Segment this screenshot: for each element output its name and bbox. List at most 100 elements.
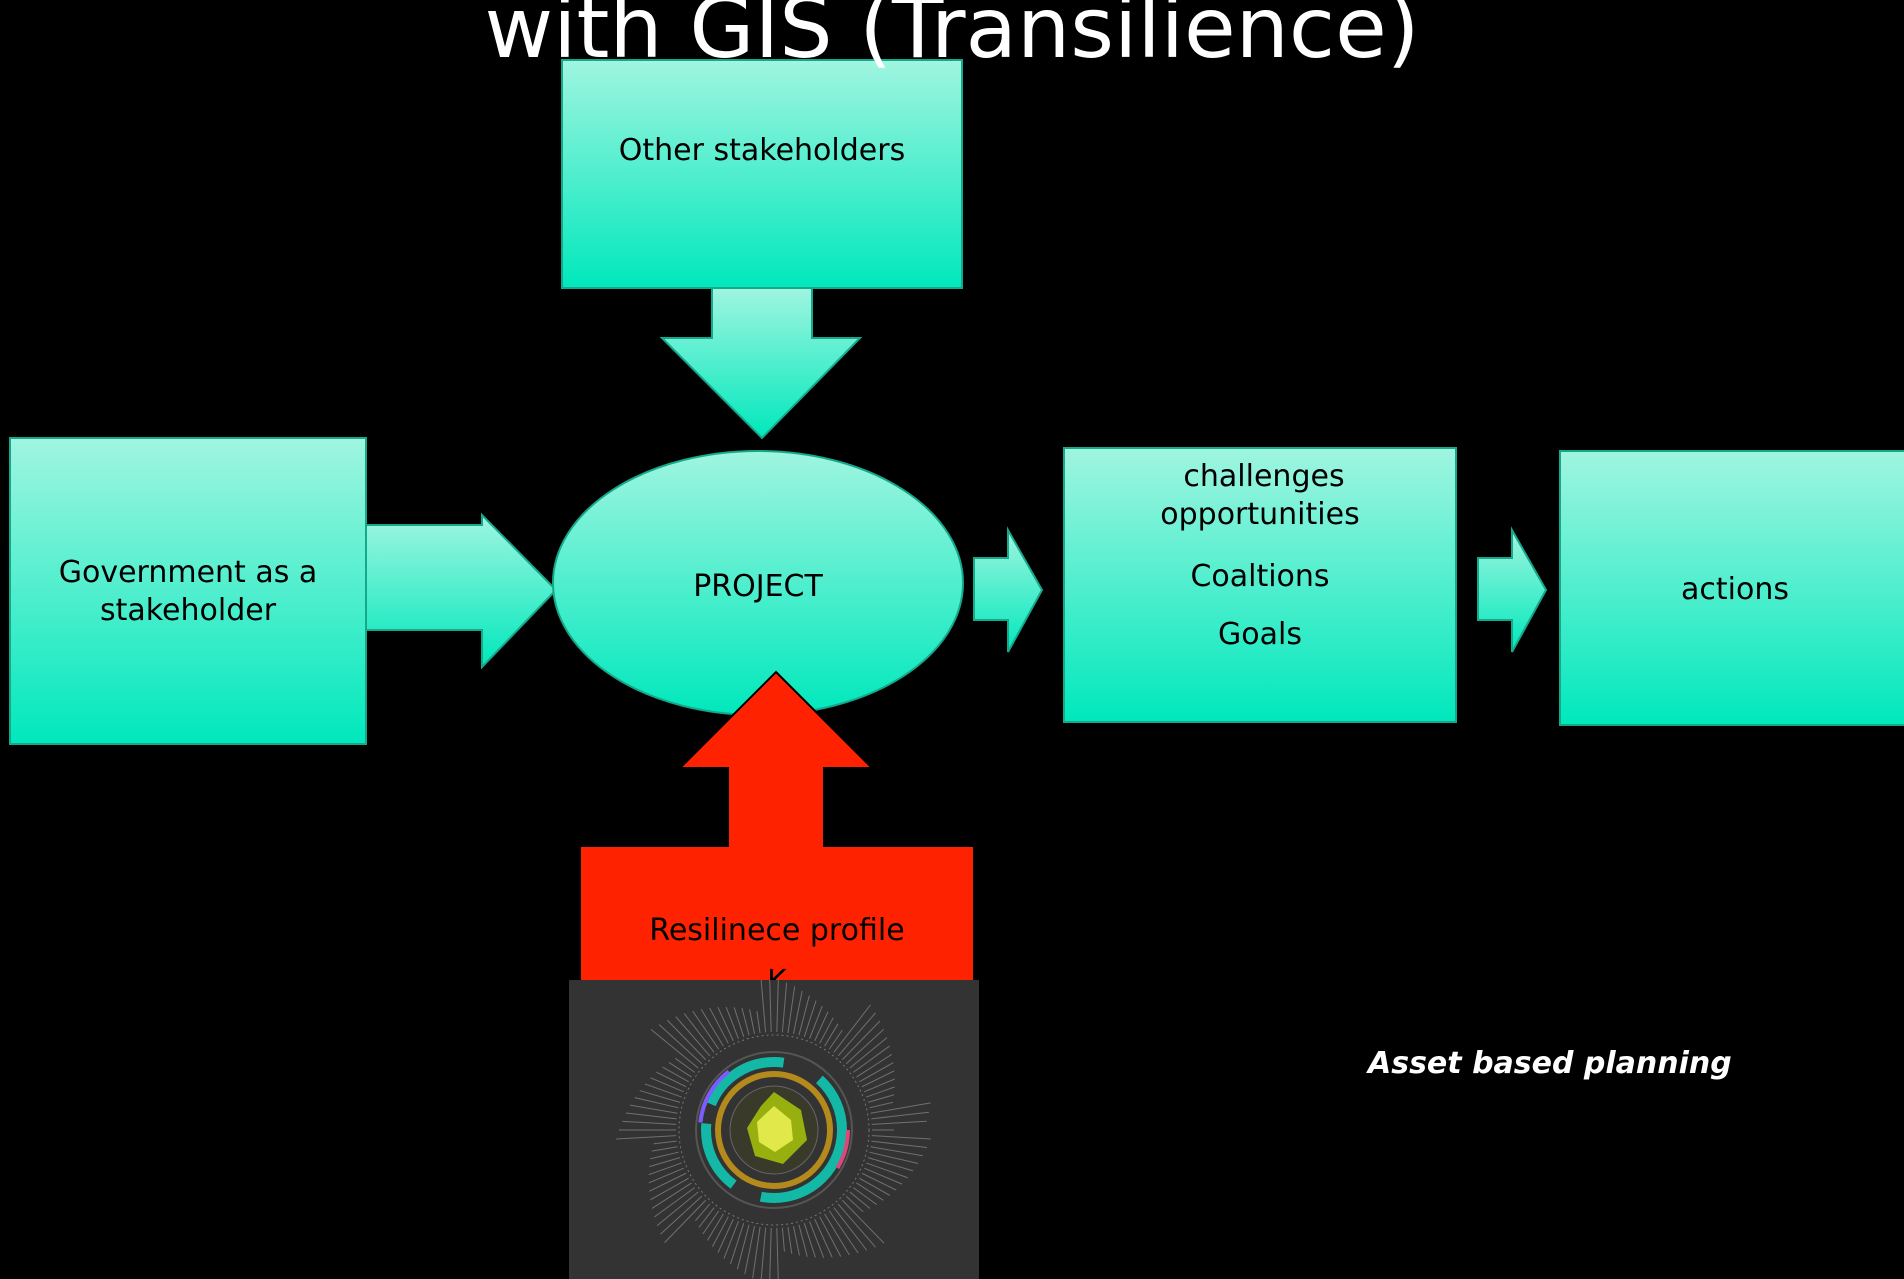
- radial-ray: [814, 1218, 833, 1258]
- radial-ray: [781, 982, 788, 1033]
- goals-label: Goals: [1218, 617, 1302, 652]
- radial-ray: [859, 1062, 894, 1083]
- radial-ray: [845, 1195, 864, 1213]
- radial-ray: [723, 1221, 739, 1259]
- radial-ray: [798, 1224, 808, 1257]
- radial-ray: [861, 1070, 895, 1088]
- radial-ray: [662, 1066, 689, 1083]
- radial-ray: [837, 1203, 876, 1248]
- radial-ray: [787, 986, 796, 1034]
- radial-ray: [787, 1226, 793, 1254]
- challenges-label: challenges: [1183, 459, 1345, 494]
- government-box: [9, 437, 367, 745]
- radial-ray: [867, 1157, 914, 1172]
- radial-ray: [866, 1086, 895, 1098]
- page-title: with GIS (Transilience): [484, 0, 1420, 77]
- radial-ray: [852, 1045, 890, 1073]
- radial-ray: [792, 1225, 800, 1256]
- radial-ray: [698, 1207, 715, 1228]
- radial-ray: [667, 1019, 707, 1061]
- radial-ray: [845, 1028, 885, 1065]
- radial-ray: [711, 1216, 729, 1247]
- radial-ray: [651, 1146, 678, 1152]
- radial-ray: [792, 990, 803, 1035]
- radial-ray: [769, 980, 772, 1033]
- radial-ray: [649, 1172, 687, 1192]
- radial-ray: [658, 1024, 703, 1065]
- government-label: Government as a stakeholder: [58, 555, 318, 628]
- radial-ray: [625, 1112, 677, 1120]
- radial-ray: [622, 1120, 677, 1125]
- radial-ray: [859, 1177, 891, 1196]
- radial-ray: [736, 1224, 750, 1270]
- radial-ray: [861, 1172, 897, 1191]
- radial-ray: [870, 1102, 931, 1114]
- resilience-profile-label: Resilinece profile: [649, 913, 905, 948]
- radial-ray: [870, 1146, 923, 1157]
- radial-ray: [644, 1083, 682, 1098]
- radial-ray: [828, 1210, 859, 1254]
- radial-ray: [650, 1028, 699, 1069]
- radial-ray: [864, 1078, 895, 1093]
- project-to-challenges-arrow: [973, 526, 1044, 653]
- radial-ray: [744, 1225, 756, 1275]
- radial-ray: [683, 1013, 715, 1053]
- radial-ray: [653, 1140, 677, 1145]
- radial-ray: [756, 1011, 761, 1034]
- radial-ray: [630, 1104, 678, 1114]
- other-stakeholders-box: [561, 59, 963, 289]
- radial-ray: [866, 1162, 908, 1179]
- radial-ray: [675, 1057, 696, 1073]
- radial-ray: [695, 1203, 711, 1222]
- radial-ray: [819, 1216, 842, 1257]
- left-to-project-arrow: [365, 512, 558, 670]
- radial-ray: [814, 1011, 829, 1042]
- radial-ray: [828, 1029, 843, 1050]
- radial-ray: [675, 1016, 711, 1057]
- radial-ray: [809, 1221, 825, 1258]
- radial-ray: [849, 1037, 888, 1069]
- radial-ray: [776, 1227, 779, 1279]
- radial-ray: [733, 1007, 745, 1037]
- radial-ray: [776, 980, 779, 1033]
- radial-ray: [871, 1140, 928, 1149]
- actions-label: actions: [1681, 572, 1789, 607]
- radial-ray: [729, 1223, 745, 1265]
- radial-ray: [849, 1191, 871, 1209]
- radial-ray: [725, 1006, 739, 1039]
- radial-ray: [706, 1213, 724, 1241]
- radial-ray: [856, 1182, 884, 1201]
- radial-ray: [871, 1111, 930, 1120]
- radial-ray: [741, 1008, 750, 1036]
- actions-box: [1559, 450, 1904, 726]
- radial-ray: [709, 1007, 729, 1044]
- radial-ray: [692, 1010, 720, 1050]
- radial-ray: [833, 1004, 871, 1053]
- radial-ray: [700, 1008, 724, 1047]
- radial-ray: [864, 1167, 903, 1185]
- radial-ray: [824, 1023, 839, 1047]
- other-stakeholders-label: Other stakeholders: [618, 133, 906, 168]
- radial-ray: [660, 1195, 703, 1235]
- radial-ray: [781, 1227, 785, 1252]
- radial-ray: [867, 1094, 895, 1103]
- radial-ray: [639, 1090, 681, 1103]
- opportunities-label: opportunities: [1160, 497, 1360, 532]
- radial-ray: [803, 1000, 817, 1037]
- radial-ray: [717, 1006, 734, 1042]
- radial-ray: [616, 1135, 677, 1140]
- radial-ray: [798, 995, 810, 1036]
- radial-ray: [760, 1227, 767, 1279]
- radial-ray: [871, 1120, 927, 1125]
- radial-ray: [650, 1177, 689, 1201]
- radial-ray: [841, 1020, 881, 1061]
- radial-ray: [824, 1213, 850, 1256]
- radial-ray: [809, 1005, 823, 1039]
- radial-ray: [871, 1135, 931, 1140]
- radial-ray: [653, 1187, 696, 1218]
- coalitions-label: Coaltions: [1190, 559, 1330, 594]
- down-arrow: [659, 287, 863, 440]
- radial-ray: [749, 1009, 756, 1035]
- radial-ray: [649, 1157, 681, 1168]
- radial-ray: [717, 1218, 734, 1254]
